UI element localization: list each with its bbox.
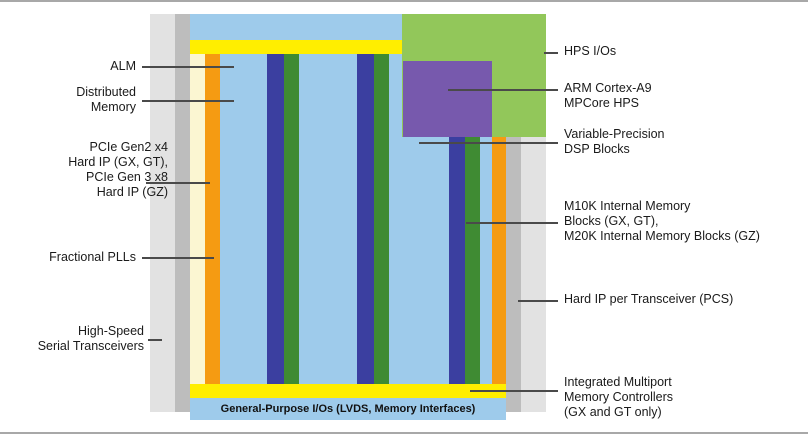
leader-line-internal-memory-blocks xyxy=(466,222,558,224)
alm-logic-column xyxy=(220,54,237,384)
callout-internal-memory-blocks: M10K Internal Memory Blocks (GX, GT), M2… xyxy=(564,199,760,243)
dsp-block-column xyxy=(267,54,286,384)
leader-line-dsp-blocks xyxy=(419,142,558,144)
leader-line-alm xyxy=(142,66,234,68)
left-pcie-hard-ip-block xyxy=(205,54,220,384)
top-memory-controller-bar xyxy=(190,40,402,54)
left-transceiver-block xyxy=(150,14,175,412)
memory-block-column xyxy=(374,54,391,384)
callout-hard-ip-transceiver: Hard IP per Transceiver (PCS) xyxy=(564,292,734,306)
callout-pcie-hard-ip: PCIe Gen2 x4 Hard IP (GX, GT), PCIe Gen … xyxy=(68,140,168,199)
alm-logic-column xyxy=(314,54,331,384)
alm-logic-column xyxy=(250,54,269,384)
callout-high-speed-serial-transceivers: High-Speed Serial Transceivers xyxy=(37,324,144,353)
bottom-memory-controller-bar xyxy=(190,384,506,398)
callout-dsp-blocks: Variable-Precision DSP Blocks xyxy=(564,127,665,156)
arm-cortex-a9-region xyxy=(403,61,492,137)
leader-line-arm-cortex-a9 xyxy=(448,89,558,91)
top-general-purpose-io-bar xyxy=(190,14,402,40)
alm-logic-column xyxy=(235,54,252,384)
leader-line-pcie-hard-ip xyxy=(146,182,210,184)
leader-line-hps-ios xyxy=(544,52,558,54)
leader-line-memory-controllers xyxy=(470,390,558,392)
callout-memory-controllers: Integrated Multiport Memory Controllers … xyxy=(564,375,674,419)
callout-alm: ALM xyxy=(110,59,136,73)
memory-block-column xyxy=(284,54,301,384)
leader-line-distributed-memory xyxy=(142,100,234,102)
alm-logic-column xyxy=(344,54,359,384)
callout-fractional-plls: Fractional PLLs xyxy=(49,250,136,264)
dsp-block-column xyxy=(357,54,376,384)
alm-logic-column xyxy=(299,54,316,384)
bottom-io-label: General-Purpose I/Os (LVDS, Memory Inter… xyxy=(220,403,476,415)
left-fractional-pll-block xyxy=(190,14,205,412)
left-pcs-hard-ip-block xyxy=(175,14,190,412)
leader-line-fractional-plls xyxy=(142,257,214,259)
bottom-general-purpose-io-bar xyxy=(190,398,506,420)
leader-line-high-speed-serial-transceivers xyxy=(148,339,162,341)
leader-line-hard-ip-transceiver xyxy=(518,300,558,302)
callout-hps-ios: HPS I/Os xyxy=(564,44,617,58)
callout-arm-cortex-a9: ARM Cortex-A9 MPCore HPS xyxy=(564,81,652,110)
callout-distributed-memory: Distributed Memory xyxy=(76,85,136,114)
alm-logic-column xyxy=(329,54,346,384)
